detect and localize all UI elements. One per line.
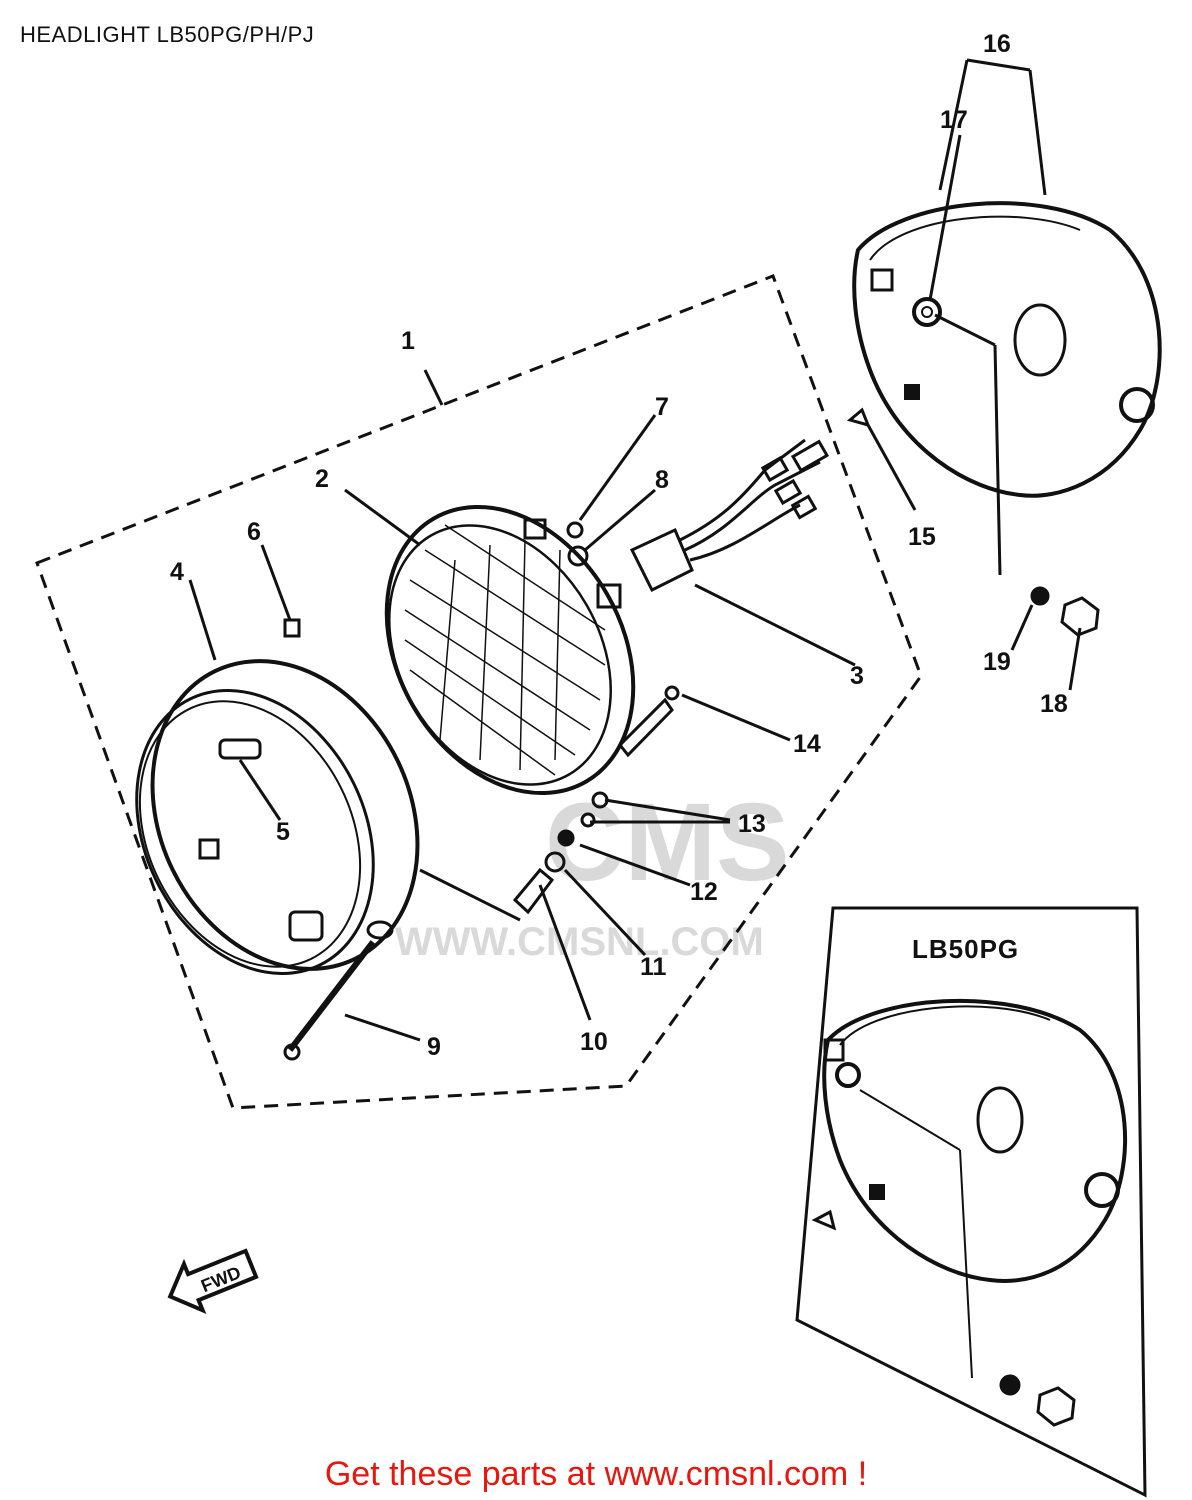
watermark: CMS WWW.CMSNL.COM — [395, 781, 789, 964]
callout-16: 16 — [983, 30, 1011, 58]
callout-14: 14 — [793, 730, 821, 758]
callout-18: 18 — [1040, 690, 1068, 718]
washer-13 — [580, 812, 596, 828]
sealed-beam-unit — [384, 504, 674, 796]
callout-3: 3 — [850, 662, 864, 690]
callout-19: 19 — [983, 648, 1011, 676]
assembly-boundary — [35, 274, 923, 1110]
headlight-rim — [135, 659, 420, 975]
lock-washer-12 — [557, 829, 575, 847]
grommet-15 — [846, 407, 871, 428]
bolt-9 — [287, 940, 376, 1052]
callout-6: 6 — [247, 518, 261, 546]
watermark-url: WWW.CMSNL.COM — [395, 920, 764, 964]
leader-lines — [188, 58, 1082, 1042]
washer-19 — [1030, 586, 1050, 606]
headlight-body — [846, 201, 1162, 637]
nut-18 — [1060, 596, 1100, 637]
wiring-socket — [629, 438, 830, 593]
inset-title: LB50PG — [912, 934, 1019, 964]
screw-7 — [566, 521, 584, 539]
callout-1: 1 — [401, 327, 415, 355]
callout-15: 15 — [908, 523, 936, 551]
page-title: HEADLIGHT LB50PG/PH/PJ — [20, 22, 315, 47]
callout-10: 10 — [580, 1028, 608, 1056]
callout-12: 12 — [690, 878, 718, 906]
callout-2: 2 — [315, 465, 329, 493]
small-hardware — [283, 521, 680, 1061]
callout-4: 4 — [170, 558, 184, 586]
fwd-arrow-icon: FWD — [167, 1248, 259, 1315]
inset-panel — [795, 906, 1147, 1498]
callout-7: 7 — [655, 393, 669, 421]
callout-17: 17 — [940, 106, 968, 134]
washer-11 — [544, 851, 566, 873]
callout-8: 8 — [655, 466, 669, 494]
callout-labels: 1 2 3 4 5 6 7 8 9 10 11 12 13 14 15 16 1… — [170, 30, 1068, 1061]
callout-5: 5 — [276, 818, 290, 846]
footer-link[interactable]: Get these parts at www.cmsnl.com ! — [324, 1455, 868, 1493]
screw-6 — [283, 618, 301, 638]
spring-14 — [664, 685, 680, 701]
callout-9: 9 — [427, 1033, 441, 1061]
callout-11: 11 — [640, 953, 667, 981]
washer-8 — [567, 545, 589, 567]
inset-headlight-body — [811, 998, 1127, 1427]
collar-10 — [512, 867, 555, 915]
watermark-logo: CMS — [545, 781, 789, 904]
callout-13: 13 — [738, 810, 766, 838]
